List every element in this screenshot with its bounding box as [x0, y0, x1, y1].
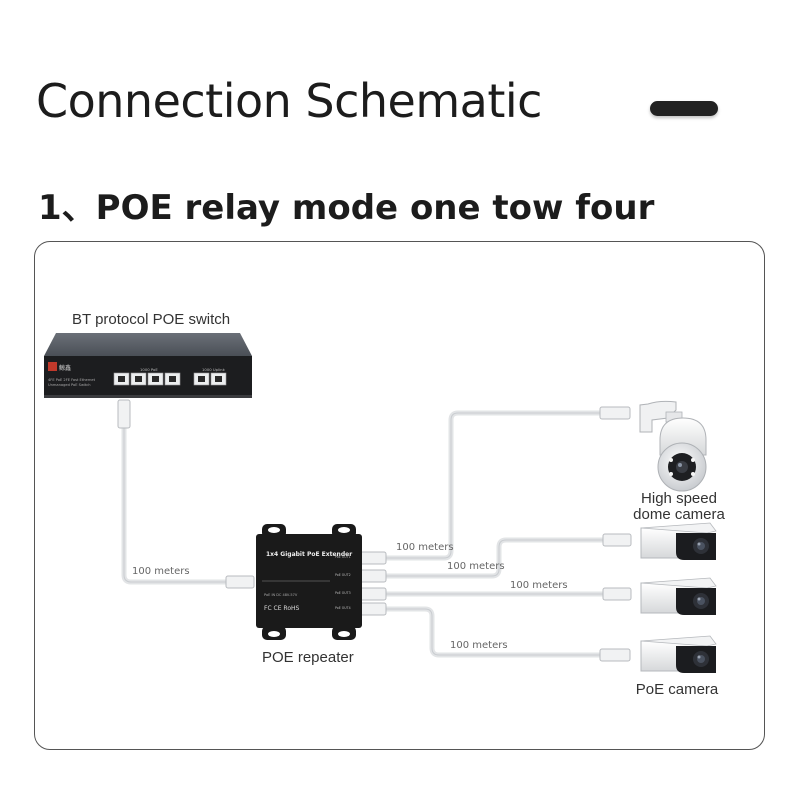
poe-switch: 鲸鑫 4FE PoE 2FE Fast Ethernet Unmanaged P…	[44, 333, 252, 398]
cable-label-camera-3: 100 meters	[450, 640, 508, 651]
svg-text:PoE OUT4: PoE OUT4	[335, 606, 351, 610]
plug-rep-out-2	[359, 569, 387, 583]
cable-label-camera-1: 100 meters	[447, 561, 505, 572]
poe-camera-label: PoE camera	[636, 681, 719, 698]
svg-text:PoE OUT3: PoE OUT3	[335, 591, 351, 595]
plug-cam-3	[599, 648, 631, 662]
repeater-marks: FC CE RoHS	[264, 605, 300, 612]
plug-rep-out-3	[359, 587, 387, 601]
plug-repeater-in	[225, 575, 255, 589]
cable-label-switch: 100 meters	[132, 566, 190, 577]
switch-port-group-1: 1000 PoE	[140, 367, 158, 372]
cable-to-dome	[380, 410, 609, 561]
svg-text:Unmanaged PoE Switch: Unmanaged PoE Switch	[48, 383, 91, 387]
plug-switch	[117, 399, 131, 429]
svg-text:4FE PoE 2FE Fast Ethernet: 4FE PoE 2FE Fast Ethernet	[48, 378, 96, 382]
dome-camera-label-line2: dome camera	[633, 506, 725, 523]
plug-cam-2	[602, 587, 632, 601]
rj45-plugs	[117, 399, 632, 662]
cables	[121, 410, 613, 658]
cable-label-dome: 100 meters	[396, 542, 454, 553]
section-subtitle: 1、POE relay mode one tow four	[38, 188, 655, 228]
repeater-label: POE repeater	[262, 649, 354, 666]
dome-camera	[639, 400, 707, 492]
svg-text:PoE OUT1: PoE OUT1	[335, 555, 351, 559]
switch-port-group-2: 1000 Uplink	[202, 367, 226, 372]
switch-logo-icon	[48, 362, 57, 371]
svg-text:PoE IN DC 48V-57V: PoE IN DC 48V-57V	[264, 593, 298, 597]
poe-repeater: 1x4 Gigabit PoE Extender PoE IN DC 48V-5…	[256, 524, 362, 640]
bullet-camera-1	[640, 522, 717, 560]
page-title: Connection Schematic	[36, 74, 542, 128]
plug-dome	[599, 406, 631, 420]
plug-rep-out-1	[359, 551, 387, 565]
cable-label-camera-2: 100 meters	[510, 580, 568, 591]
repeater-model-text: 1x4 Gigabit PoE Extender	[266, 551, 352, 558]
title-decoration-bar	[650, 101, 718, 116]
bullet-camera-2	[640, 577, 717, 615]
dome-camera-label-line1: High speed	[641, 490, 717, 507]
switch-brand: 鲸鑫	[59, 364, 71, 372]
cable-switch-to-repeater	[121, 422, 235, 585]
switch-label: BT protocol POE switch	[72, 311, 230, 328]
svg-text:PoE OUT2: PoE OUT2	[335, 573, 351, 577]
plug-rep-out-4	[359, 602, 387, 616]
bullet-camera-3	[640, 635, 717, 673]
plug-cam-1	[602, 533, 632, 547]
